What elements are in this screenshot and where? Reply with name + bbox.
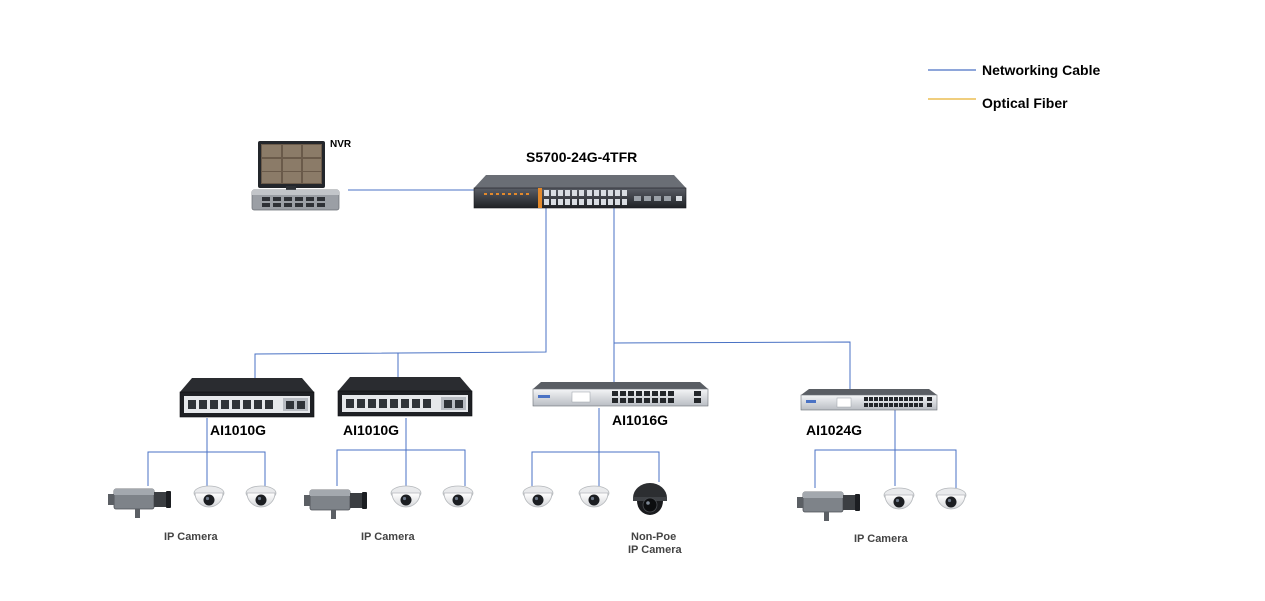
access-switch-ai1024g-device xyxy=(800,389,938,411)
dome-camera-icon xyxy=(245,485,277,508)
access-switch-label: AI1024G xyxy=(806,422,863,438)
box-camera-icon xyxy=(303,489,368,520)
access-switch-label: AI1016G xyxy=(612,412,669,428)
camera-group-label: IP Camera xyxy=(361,531,415,543)
legend-optical-fiber-label: Optical Fiber xyxy=(982,95,1068,111)
access-switch-ai1010g-1-device xyxy=(179,378,315,418)
box-camera-icon xyxy=(107,488,172,519)
dome-camera-icon xyxy=(578,485,610,508)
dome-camera-icon xyxy=(390,485,422,508)
camera-group-label: IP Camera xyxy=(854,533,908,545)
networking-cables xyxy=(147,189,957,488)
camera-group-label: Non-Poe xyxy=(631,531,677,543)
camera-group-label: IP Camera xyxy=(164,531,218,543)
access-switch-ai1016g-device xyxy=(532,382,709,407)
non-poe-dark-dome-camera-icon xyxy=(633,483,667,515)
nvr-label: NVR xyxy=(330,139,352,150)
dome-camera-icon xyxy=(522,485,554,508)
access-switch-label: AI1010G xyxy=(210,422,267,438)
box-camera-icon xyxy=(796,491,861,522)
core-switch-device xyxy=(473,175,687,209)
dome-camera-icon xyxy=(442,485,474,508)
dome-camera-icon xyxy=(193,485,225,508)
camera-group-label-line2: IP Camera xyxy=(628,544,682,556)
nvr-device xyxy=(251,141,340,211)
legend-networking-cable-label: Networking Cable xyxy=(982,62,1101,78)
dome-camera-icon xyxy=(935,487,967,510)
access-switch-ai1010g-2-device xyxy=(337,377,473,417)
access-switch-label: AI1010G xyxy=(343,422,400,438)
core-switch-label: S5700-24G-4TFR xyxy=(526,149,638,165)
dome-camera-icon xyxy=(883,487,915,510)
